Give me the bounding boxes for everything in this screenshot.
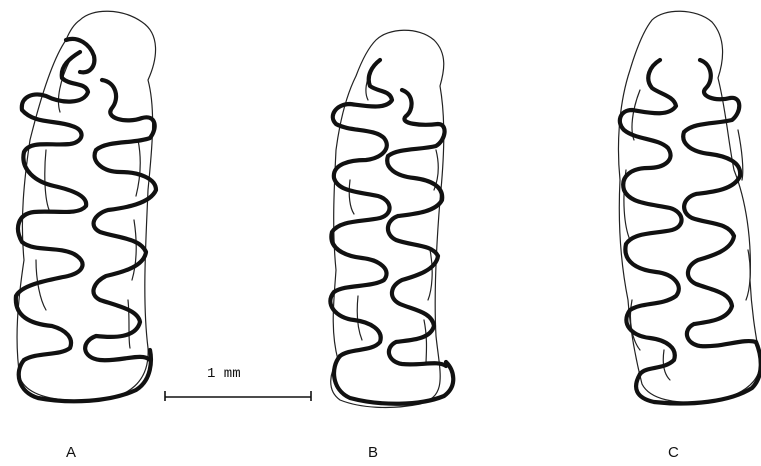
tooth-b-enamel-bottom (331, 353, 456, 406)
tooth-a-enamel-bottom (16, 347, 154, 404)
scale-bar-label: 1 mm (207, 366, 241, 382)
tooth-c-enamel-right (681, 57, 759, 349)
tooth-specimen-a (13, 10, 159, 404)
tooth-a-enamel-top (63, 36, 97, 75)
tooth-b-outline (330, 29, 445, 409)
tooth-specimen-b (328, 29, 456, 409)
tooth-a-enamel-left (13, 49, 91, 363)
tooth-c-enamel-left (617, 57, 684, 377)
panel-label-b: B (368, 444, 379, 461)
panel-label-a: A (66, 444, 77, 461)
scale-bar (164, 391, 312, 401)
tooth-b-enamel-left (328, 57, 395, 359)
tooth-b-enamel-right (385, 87, 449, 369)
tooth-c-enamel-bottom (634, 339, 761, 406)
tooth-a-enamel-right (83, 77, 159, 363)
tooth-specimen-c (617, 10, 761, 406)
panel-label-c: C (668, 444, 679, 461)
